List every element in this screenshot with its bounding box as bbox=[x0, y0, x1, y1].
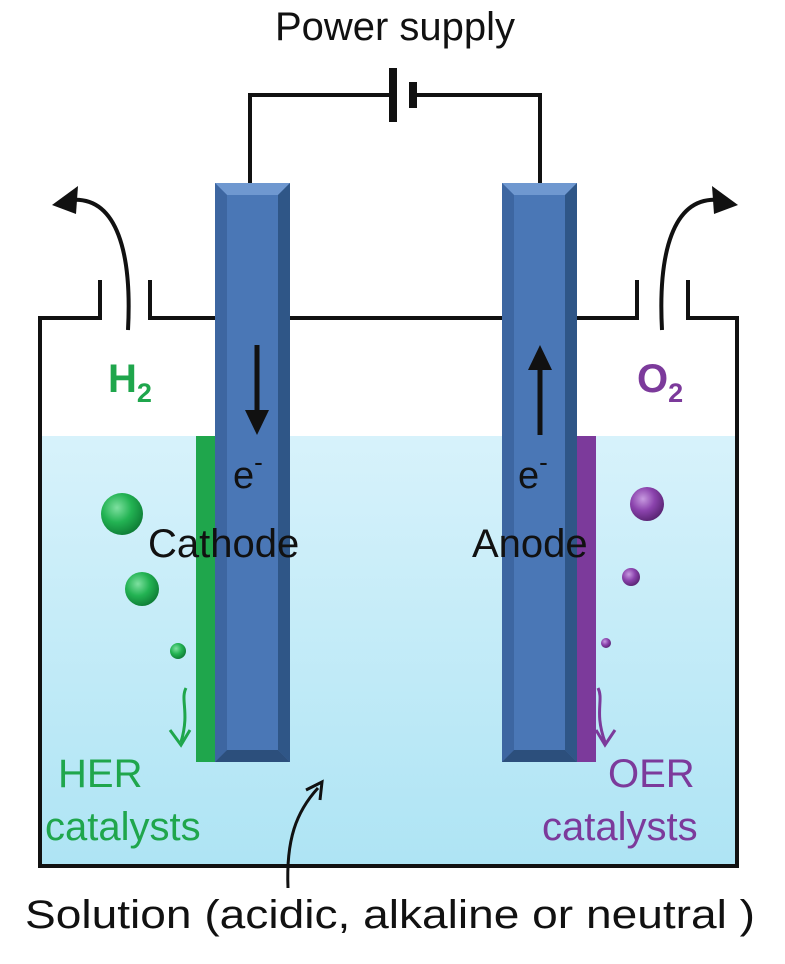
o2-label-base: O bbox=[637, 357, 668, 401]
her-label-line2: catalysts bbox=[45, 805, 201, 849]
anode-label: Anode bbox=[472, 522, 588, 566]
oer-squiggle-arrowhead-icon bbox=[594, 729, 617, 748]
anode-electron-arrowhead-icon bbox=[528, 345, 552, 370]
h2-label-base: H bbox=[108, 357, 137, 401]
o2-bubble-large bbox=[630, 487, 664, 521]
oer-label-line2: catalysts bbox=[542, 805, 698, 849]
solution-pointer-arrow bbox=[286, 786, 320, 889]
h2-label: H2 bbox=[108, 357, 152, 408]
her-label-line1: HER bbox=[58, 752, 142, 796]
her-squiggle-arrow-icon bbox=[179, 687, 188, 743]
circuit-wire bbox=[248, 93, 542, 183]
container-lid-right bbox=[577, 280, 639, 320]
o2-bubble-medium bbox=[622, 568, 640, 586]
container-lid-left bbox=[148, 280, 215, 320]
o2-outlet-arrow bbox=[659, 197, 721, 331]
o2-label: O2 bbox=[637, 357, 683, 408]
power-supply-label: Power supply bbox=[275, 5, 515, 49]
cathode-label: Cathode bbox=[148, 522, 299, 566]
h2-outlet-arrow bbox=[69, 197, 131, 331]
anode-electrode bbox=[502, 183, 577, 762]
o2-outlet-arrowhead-icon bbox=[712, 186, 738, 214]
anode-electron-base: e bbox=[518, 455, 539, 497]
cathode-electron-label: e- bbox=[233, 447, 263, 497]
her-squiggle-arrowhead-icon bbox=[168, 729, 192, 748]
solution-pointer-arrowhead-icon bbox=[305, 779, 324, 801]
h2-label-subscript: 2 bbox=[137, 378, 152, 408]
solution-fill bbox=[40, 436, 737, 866]
oer-label-line1: OER bbox=[608, 752, 695, 796]
h2-bubble-small bbox=[170, 643, 186, 659]
o2-label-subscript: 2 bbox=[668, 378, 683, 408]
h2-outlet-arrowhead-icon bbox=[52, 186, 78, 214]
solution-label: Solution (acidic, alkaline or neutral ) bbox=[25, 893, 755, 937]
container-outline bbox=[38, 280, 739, 868]
anode-electron-sup: - bbox=[539, 447, 548, 477]
oer-squiggle-arrow-icon bbox=[596, 687, 607, 743]
o2-bubble-small bbox=[601, 638, 611, 648]
cathode-electrode bbox=[215, 183, 290, 762]
cathode-electron-base: e bbox=[233, 455, 254, 497]
h2-bubble-large bbox=[101, 493, 143, 535]
oer-catalyst-layer bbox=[577, 436, 596, 762]
anode-electron-label: e- bbox=[518, 447, 548, 497]
her-catalyst-layer bbox=[196, 436, 215, 762]
cathode-electron-sup: - bbox=[254, 447, 263, 477]
cathode-electron-arrowhead-icon bbox=[245, 410, 269, 435]
h2-bubble-medium bbox=[125, 572, 159, 606]
